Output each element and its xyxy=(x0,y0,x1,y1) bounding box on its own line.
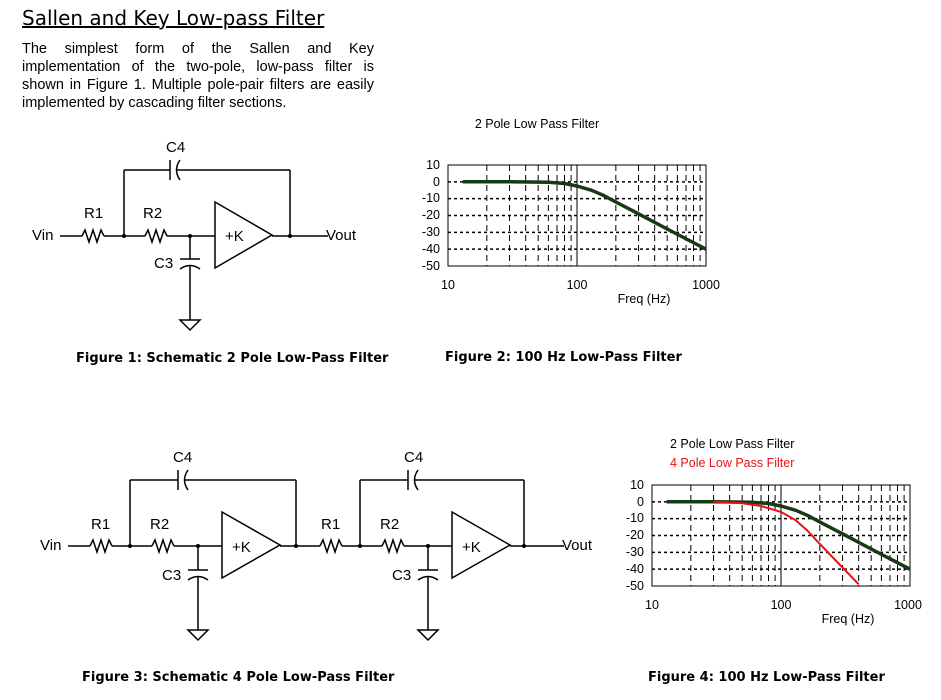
c4-label: C4 xyxy=(166,139,185,156)
r2-label: R2 xyxy=(150,516,169,533)
ytick-4: -30 xyxy=(626,545,644,559)
series-line-0 xyxy=(666,500,911,571)
ytick-0: 10 xyxy=(426,158,440,172)
r2-label: R2 xyxy=(380,516,399,533)
c3-label: C3 xyxy=(162,567,181,584)
ytick-6: -50 xyxy=(626,579,644,593)
figure1-caption: Figure 1: Schematic 2 Pole Low-Pass Filt… xyxy=(76,351,389,366)
ytick-2: -10 xyxy=(422,191,440,205)
xtick-0: 10 xyxy=(441,278,455,292)
c4-label: C4 xyxy=(404,449,423,466)
x-axis-label: Freq (Hz) xyxy=(618,292,671,306)
c4-label: C4 xyxy=(173,449,192,466)
series-line-1 xyxy=(713,500,860,585)
figure4-plot: 2 Pole Low Pass Filter 4 Pole Low Pass F… xyxy=(626,437,922,626)
ytick-1: 0 xyxy=(433,175,440,189)
ytick-1: 0 xyxy=(637,495,644,509)
ytick-5: -40 xyxy=(422,242,440,256)
ytick-6: -50 xyxy=(422,259,440,273)
ytick-3: -20 xyxy=(422,208,440,222)
xtick-2: 1000 xyxy=(894,598,922,612)
ytick-4: -30 xyxy=(422,225,440,239)
figure1-schematic: Vin R1 R2 C4 C3 +K Vout xyxy=(32,139,357,332)
r1-label: R1 xyxy=(321,516,340,533)
figure2-caption: Figure 2: 100 Hz Low-Pass Filter xyxy=(445,350,682,365)
figure3-schematic: Vin R1 R2 C4 C3 +K R1 R2 C4 C3 +K Vout xyxy=(40,449,593,642)
amp-label: +K xyxy=(232,539,251,556)
vin-label: Vin xyxy=(40,537,61,554)
xtick-2: 1000 xyxy=(692,278,720,292)
page-title: Sallen and Key Low-pass Filter xyxy=(22,6,325,30)
ytick-0: 10 xyxy=(630,478,644,492)
figure2-plot: 2 Pole Low Pass Filter 10 0 -10 -20 -30 … xyxy=(422,117,720,306)
intro-paragraph: The simplest form of the Sallen and Key … xyxy=(22,41,374,111)
vout-label: Vout xyxy=(562,537,593,554)
series-group xyxy=(462,180,707,251)
amp-label: +K xyxy=(225,228,244,245)
x-axis-label: Freq (Hz) xyxy=(822,612,875,626)
plot-title: 2 Pole Low Pass Filter xyxy=(475,117,599,131)
plot-area xyxy=(651,484,911,587)
plot-area xyxy=(447,164,707,267)
vout-label: Vout xyxy=(326,227,357,244)
xtick-1: 100 xyxy=(771,598,792,612)
xtick-1: 100 xyxy=(567,278,588,292)
plot-subtitle: 4 Pole Low Pass Filter xyxy=(670,456,794,470)
vin-label: Vin xyxy=(32,227,53,244)
c3-label: C3 xyxy=(392,567,411,584)
ytick-3: -20 xyxy=(626,528,644,542)
r2-label: R2 xyxy=(143,205,162,222)
r1-label: R1 xyxy=(91,516,110,533)
amp-label: +K xyxy=(462,539,481,556)
xtick-0: 10 xyxy=(645,598,659,612)
ytick-2: -10 xyxy=(626,511,644,525)
c3-label: C3 xyxy=(154,255,173,272)
ytick-5: -40 xyxy=(626,562,644,576)
figure4-caption: Figure 4: 100 Hz Low-Pass Filter xyxy=(648,670,885,685)
r1-label: R1 xyxy=(84,205,103,222)
series-group xyxy=(666,500,911,585)
series-line-0 xyxy=(462,180,707,251)
grid-lines xyxy=(448,165,706,266)
figure3-caption: Figure 3: Schematic 4 Pole Low-Pass Filt… xyxy=(82,670,395,685)
plot-title: 2 Pole Low Pass Filter xyxy=(670,437,794,451)
